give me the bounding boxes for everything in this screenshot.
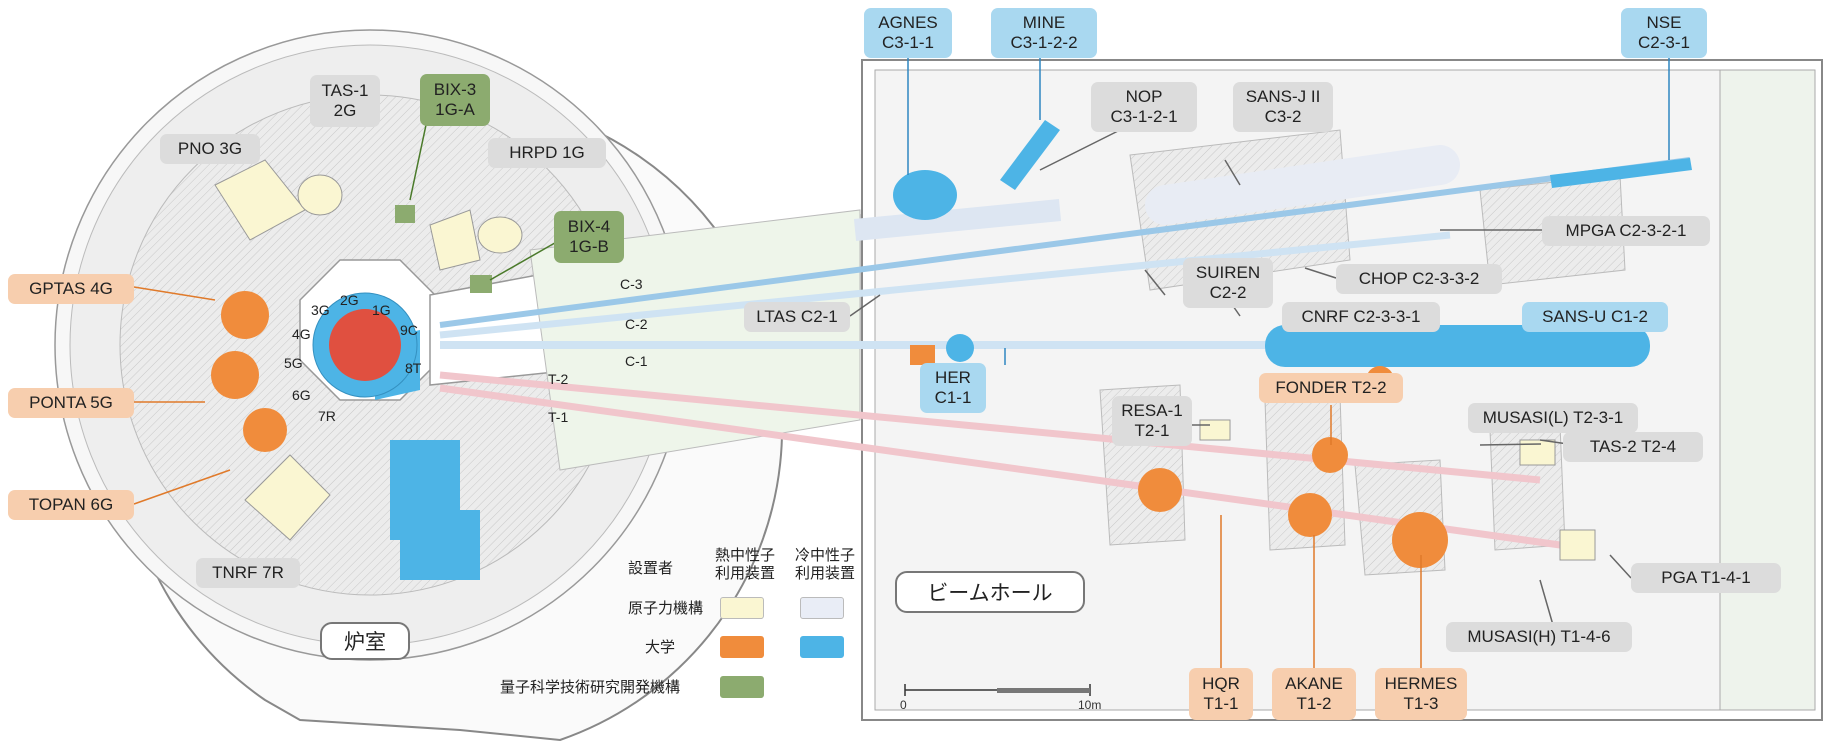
label-sansu: SANS-U C1-2 bbox=[1522, 302, 1668, 332]
label-musasih: MUSASI(H) T1-4-6 bbox=[1446, 622, 1632, 652]
leader-lines bbox=[133, 52, 1670, 668]
port-3g: 3G bbox=[311, 302, 330, 318]
scale-end: 10m bbox=[1078, 698, 1102, 712]
label-cnrf: CNRF C2-3-3-1 bbox=[1282, 302, 1440, 332]
label-tnrf: TNRF 7R bbox=[196, 558, 300, 588]
legend-row-jaea: 原子力機構 bbox=[628, 600, 704, 617]
beam-hall-university-instruments bbox=[1138, 366, 1596, 568]
label-gptas: GPTAS 4G bbox=[8, 274, 134, 304]
port-7r: 7R bbox=[318, 408, 336, 424]
label-musasil: MUSASI(L) T2-3-1 bbox=[1468, 403, 1638, 433]
swatch-qst bbox=[720, 676, 764, 698]
reactor-room-instruments bbox=[211, 159, 935, 541]
label-ponta: PONTA 5G bbox=[8, 388, 134, 418]
legend-header-installer: 設置者 bbox=[628, 560, 674, 577]
label-tas2: TAS-2 T2-4 bbox=[1563, 432, 1703, 462]
scale-bar bbox=[904, 684, 1091, 696]
beamline-t1: T-1 bbox=[548, 409, 569, 425]
beam-hall-label: ビームホール bbox=[895, 571, 1085, 613]
beamline-c3: C-3 bbox=[620, 276, 643, 292]
label-hrpd: HRPD 1G bbox=[488, 138, 606, 168]
legend-header-thermal: 熱中性子 利用装置 bbox=[715, 547, 776, 582]
beamline-c1: C-1 bbox=[625, 353, 648, 369]
port-9c: 9C bbox=[400, 322, 418, 338]
reactor-room-label: 炉室 bbox=[320, 622, 410, 660]
port-2g: 2G bbox=[340, 292, 359, 308]
swatch-jaea-thermal bbox=[720, 597, 764, 619]
port-4g: 4G bbox=[292, 326, 311, 342]
legend-row-university: 大学 bbox=[645, 639, 676, 656]
neutron-guides bbox=[439, 145, 1691, 549]
reactor-core bbox=[312, 292, 418, 398]
beamline-c2: C-2 bbox=[625, 316, 648, 332]
cold-instruments bbox=[375, 120, 1692, 580]
port-1g: 1G bbox=[372, 302, 391, 318]
port-5g: 5G bbox=[284, 355, 303, 371]
scale-start: 0 bbox=[900, 698, 907, 712]
swatch-jaea-cold bbox=[800, 597, 844, 619]
swatch-university-cold bbox=[800, 636, 844, 658]
port-6g: 6G bbox=[292, 387, 311, 403]
label-chop: CHOP C2-3-3-2 bbox=[1336, 264, 1502, 294]
port-8t: 8T bbox=[405, 360, 422, 376]
label-ltas: LTAS C2-1 bbox=[744, 302, 850, 332]
label-pga: PGA T1-4-1 bbox=[1631, 563, 1781, 593]
legend-row-qst: 量子科学技術研究開発機構 bbox=[500, 679, 681, 696]
label-mpga: MPGA C2-3-2-1 bbox=[1542, 216, 1710, 246]
label-topan: TOPAN 6G bbox=[8, 490, 134, 520]
legend-header-cold: 冷中性子 利用装置 bbox=[795, 547, 856, 582]
swatch-university-thermal bbox=[720, 636, 764, 658]
label-pno: PNO 3G bbox=[160, 134, 260, 164]
beamline-t2: T-2 bbox=[548, 371, 569, 387]
label-fonder: FONDER T2-2 bbox=[1259, 373, 1403, 403]
